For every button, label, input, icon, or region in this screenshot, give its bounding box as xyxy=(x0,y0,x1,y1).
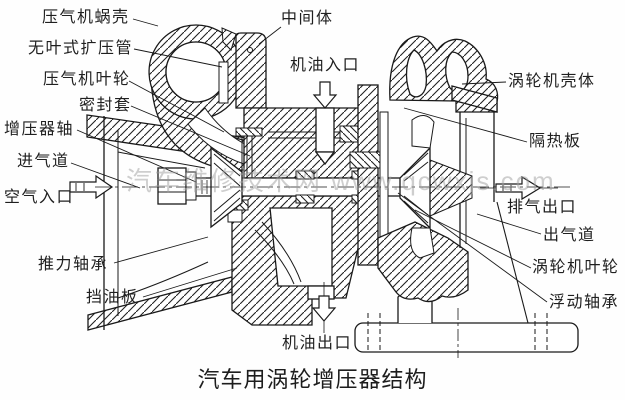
exhaust-outlet-arrow xyxy=(495,175,542,201)
vaneless-diffuser-gap xyxy=(218,61,229,104)
label-turbine-wheel: 涡轮机叶轮 xyxy=(532,259,620,276)
seal-sleeve-detail xyxy=(235,127,263,137)
mounting-flange xyxy=(354,201,579,358)
label-compressor-volute: 压气机蜗壳 xyxy=(42,9,130,26)
label-intake-duct: 进气道 xyxy=(17,153,70,170)
oil-inlet-arrow xyxy=(312,81,338,109)
label-thrust-bearing: 推力轴承 xyxy=(38,256,109,273)
diagram-caption: 汽车用涡轮增压器结构 xyxy=(197,367,428,392)
oil-baffle-plate xyxy=(261,221,302,283)
label-air-inlet: 空气入口 xyxy=(4,189,75,206)
compressor-wheel-shape xyxy=(210,146,243,229)
label-oil-outlet: 机油出口 xyxy=(282,335,353,352)
label-compressor-wheel: 压气机叶轮 xyxy=(43,71,131,88)
air-inlet-arrow xyxy=(69,174,114,200)
floating-bearing-left xyxy=(295,170,315,180)
label-outlet-duct: 出气道 xyxy=(543,227,596,244)
label-turbine-housing: 涡轮机壳体 xyxy=(508,73,596,90)
oil-outlet-arrow xyxy=(311,295,337,322)
oil-inlet-passage xyxy=(315,107,335,153)
turbine-housing-shape xyxy=(377,35,499,303)
turbine-mount-flange xyxy=(349,84,389,266)
leader-lines xyxy=(70,18,548,303)
label-oil-inlet: 机油入口 xyxy=(290,57,361,74)
label-floating-bearing: 浮动轴承 xyxy=(549,294,620,311)
label-seal-sleeve: 密封套 xyxy=(79,97,132,114)
label-oil-baffle: 挡油板 xyxy=(86,289,139,306)
watermark: 汽车维修技术网 www.qcwxjs.com xyxy=(126,166,556,196)
label-vaneless-diffuser: 无叶式扩压管 xyxy=(28,40,134,57)
label-exhaust-outlet: 排气出口 xyxy=(507,199,578,216)
label-turbo-shaft: 增压器轴 xyxy=(4,121,75,138)
label-heat-shield: 隔热板 xyxy=(529,133,582,150)
label-center-housing: 中间体 xyxy=(281,10,334,27)
